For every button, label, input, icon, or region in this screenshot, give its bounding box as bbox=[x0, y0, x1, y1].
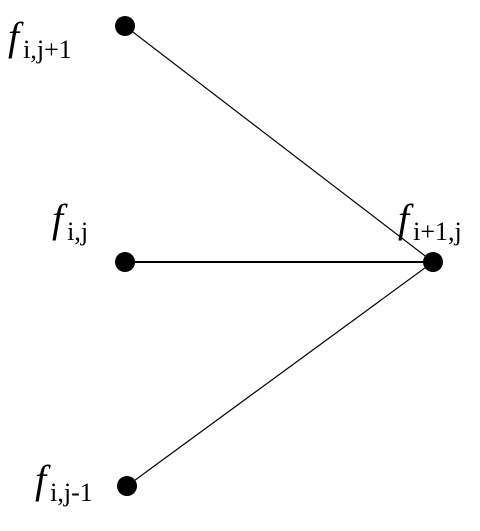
svg-text:fi+1,j: fi+1,j bbox=[398, 196, 462, 246]
edge-top-to-right bbox=[124, 25, 434, 263]
label-subscript: i,j bbox=[67, 217, 88, 246]
svg-text:fi,j: fi,j bbox=[52, 196, 88, 246]
label-f-letter: f bbox=[8, 14, 24, 59]
node-top-dot bbox=[115, 16, 135, 36]
node-middle-dot bbox=[115, 252, 135, 272]
edge-bottom-to-right bbox=[126, 261, 434, 487]
node-bottom-dot bbox=[117, 476, 137, 496]
label-f-letter: f bbox=[52, 196, 68, 241]
label-subscript: i+1,j bbox=[413, 217, 462, 246]
label-f-letter: f bbox=[35, 457, 51, 502]
label-subscript: i,j+1 bbox=[23, 35, 72, 64]
svg-text:fi,j+1: fi,j+1 bbox=[8, 14, 72, 64]
node-right-dot bbox=[423, 252, 443, 272]
svg-text:fi,j-1: fi,j-1 bbox=[35, 457, 93, 507]
label-f-letter: f bbox=[398, 196, 414, 241]
label-subscript: i,j-1 bbox=[50, 478, 93, 507]
